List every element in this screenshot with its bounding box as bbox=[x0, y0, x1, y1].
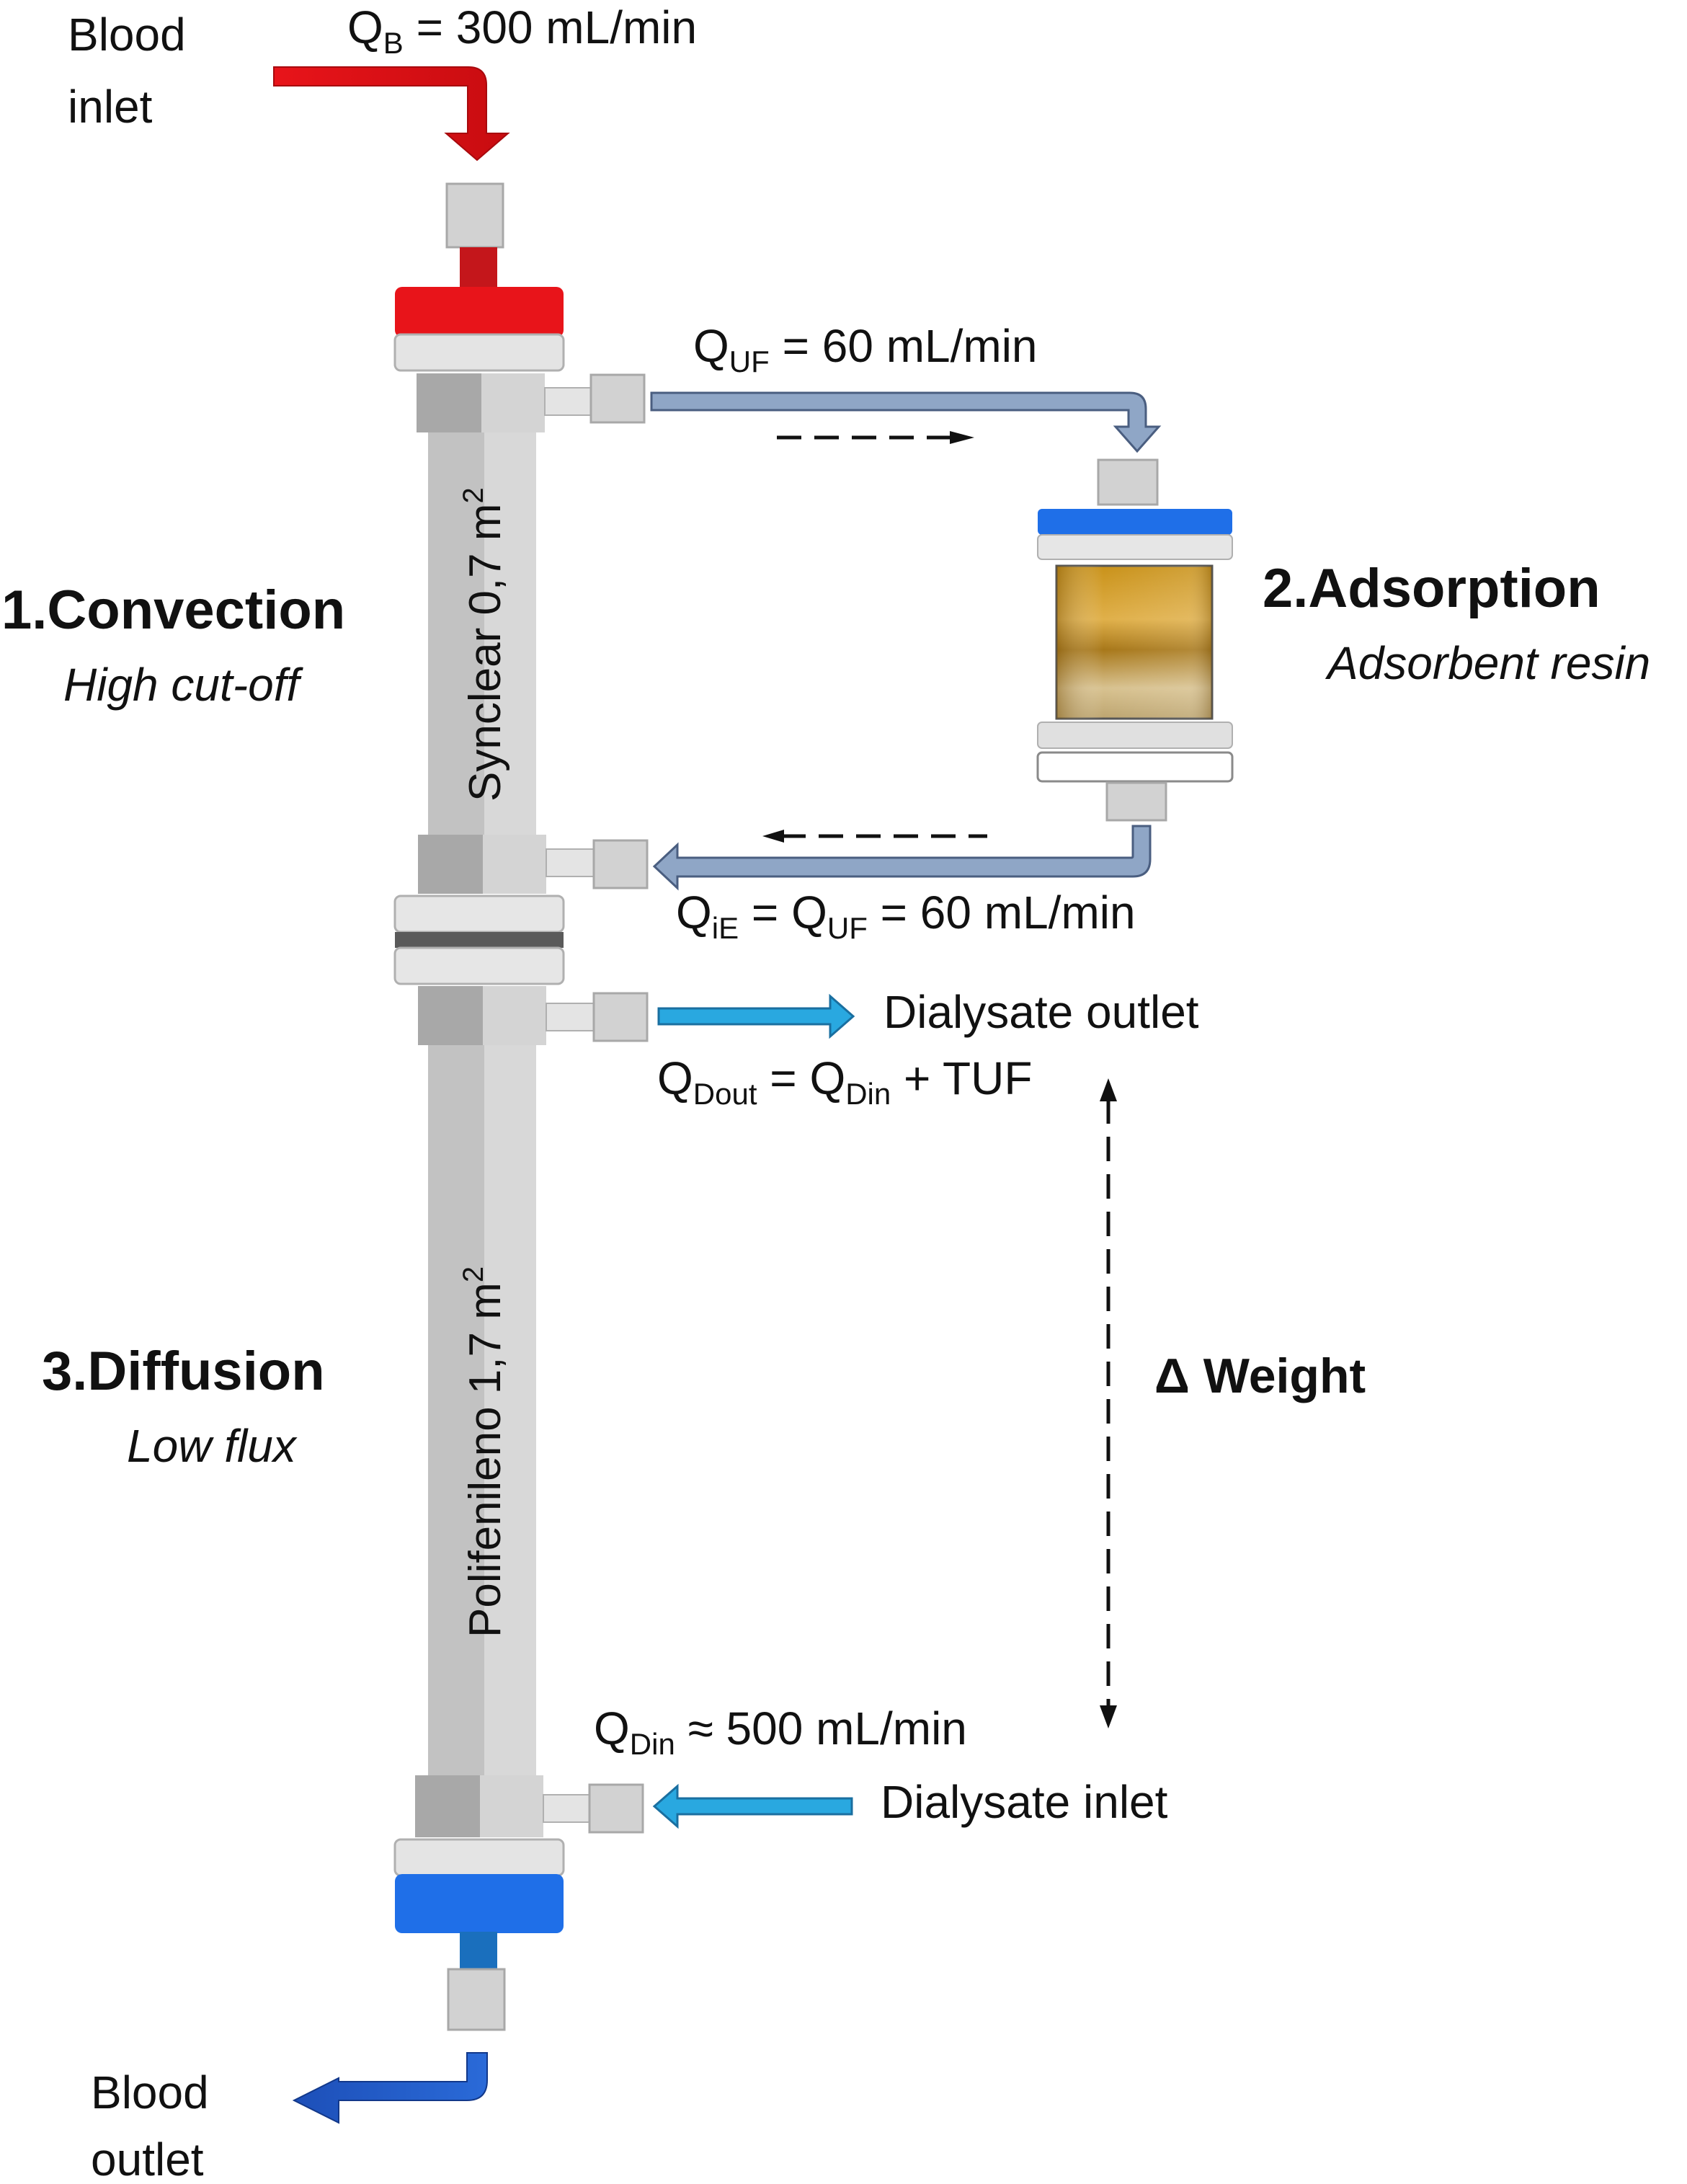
qdout-flow-label: QDout = QDin + TUF bbox=[657, 1052, 1032, 1111]
dialysate-outlet-arrow bbox=[657, 993, 855, 1039]
adsorption-title: 2.Adsorption bbox=[1263, 558, 1601, 619]
side-ports bbox=[543, 373, 649, 1834]
arterial-cap bbox=[395, 287, 564, 337]
dialysate-inlet-label: Dialysate inlet bbox=[881, 1776, 1168, 1828]
weight-label: Δ Weight bbox=[1154, 1349, 1366, 1403]
qdin-flow-label: QDin ≈ 500 mL/min bbox=[594, 1703, 967, 1761]
dialysate-inlet-arrow bbox=[652, 1783, 853, 1829]
qie-flow-label: QiE = QUF = 60 mL/min bbox=[676, 887, 1136, 945]
blood-inlet-arrow bbox=[273, 66, 510, 161]
adsorption-subtitle: Adsorbent resin bbox=[1325, 637, 1650, 689]
diffusion-subtitle: Low flux bbox=[127, 1420, 298, 1472]
dialysate-outlet-label: Dialysate outlet bbox=[883, 986, 1199, 1038]
blood-outlet-label-2: outlet bbox=[91, 2134, 204, 2180]
qb-flow-label: QB = 300 mL/min bbox=[347, 1, 697, 60]
ultrafiltrate-line bbox=[650, 391, 1162, 453]
adsorption-cartridge bbox=[1036, 458, 1234, 822]
convection-subtitle: High cut-off bbox=[63, 659, 303, 711]
quf-flow-label: QUF = 60 mL/min bbox=[693, 320, 1038, 378]
diffusion-title: 3.Diffusion bbox=[42, 1341, 325, 1402]
dialyzer-column bbox=[393, 182, 565, 2031]
blood-outlet-label: Blood bbox=[91, 2067, 209, 2118]
blood-outlet-arrow bbox=[292, 2052, 488, 2124]
blood-inlet-label-2: inlet bbox=[68, 81, 153, 133]
weight-double-arrow bbox=[1100, 1078, 1117, 1728]
synclear-label: Synclear 0,7 m2 bbox=[458, 487, 510, 802]
venous-cap bbox=[395, 1874, 564, 1933]
convection-title: 1.Convection bbox=[1, 580, 345, 641]
return-line bbox=[652, 825, 1152, 891]
blood-inlet-label: Blood bbox=[68, 9, 186, 61]
polifenileno-label: Polifenileno 1,7 m2 bbox=[458, 1266, 510, 1638]
